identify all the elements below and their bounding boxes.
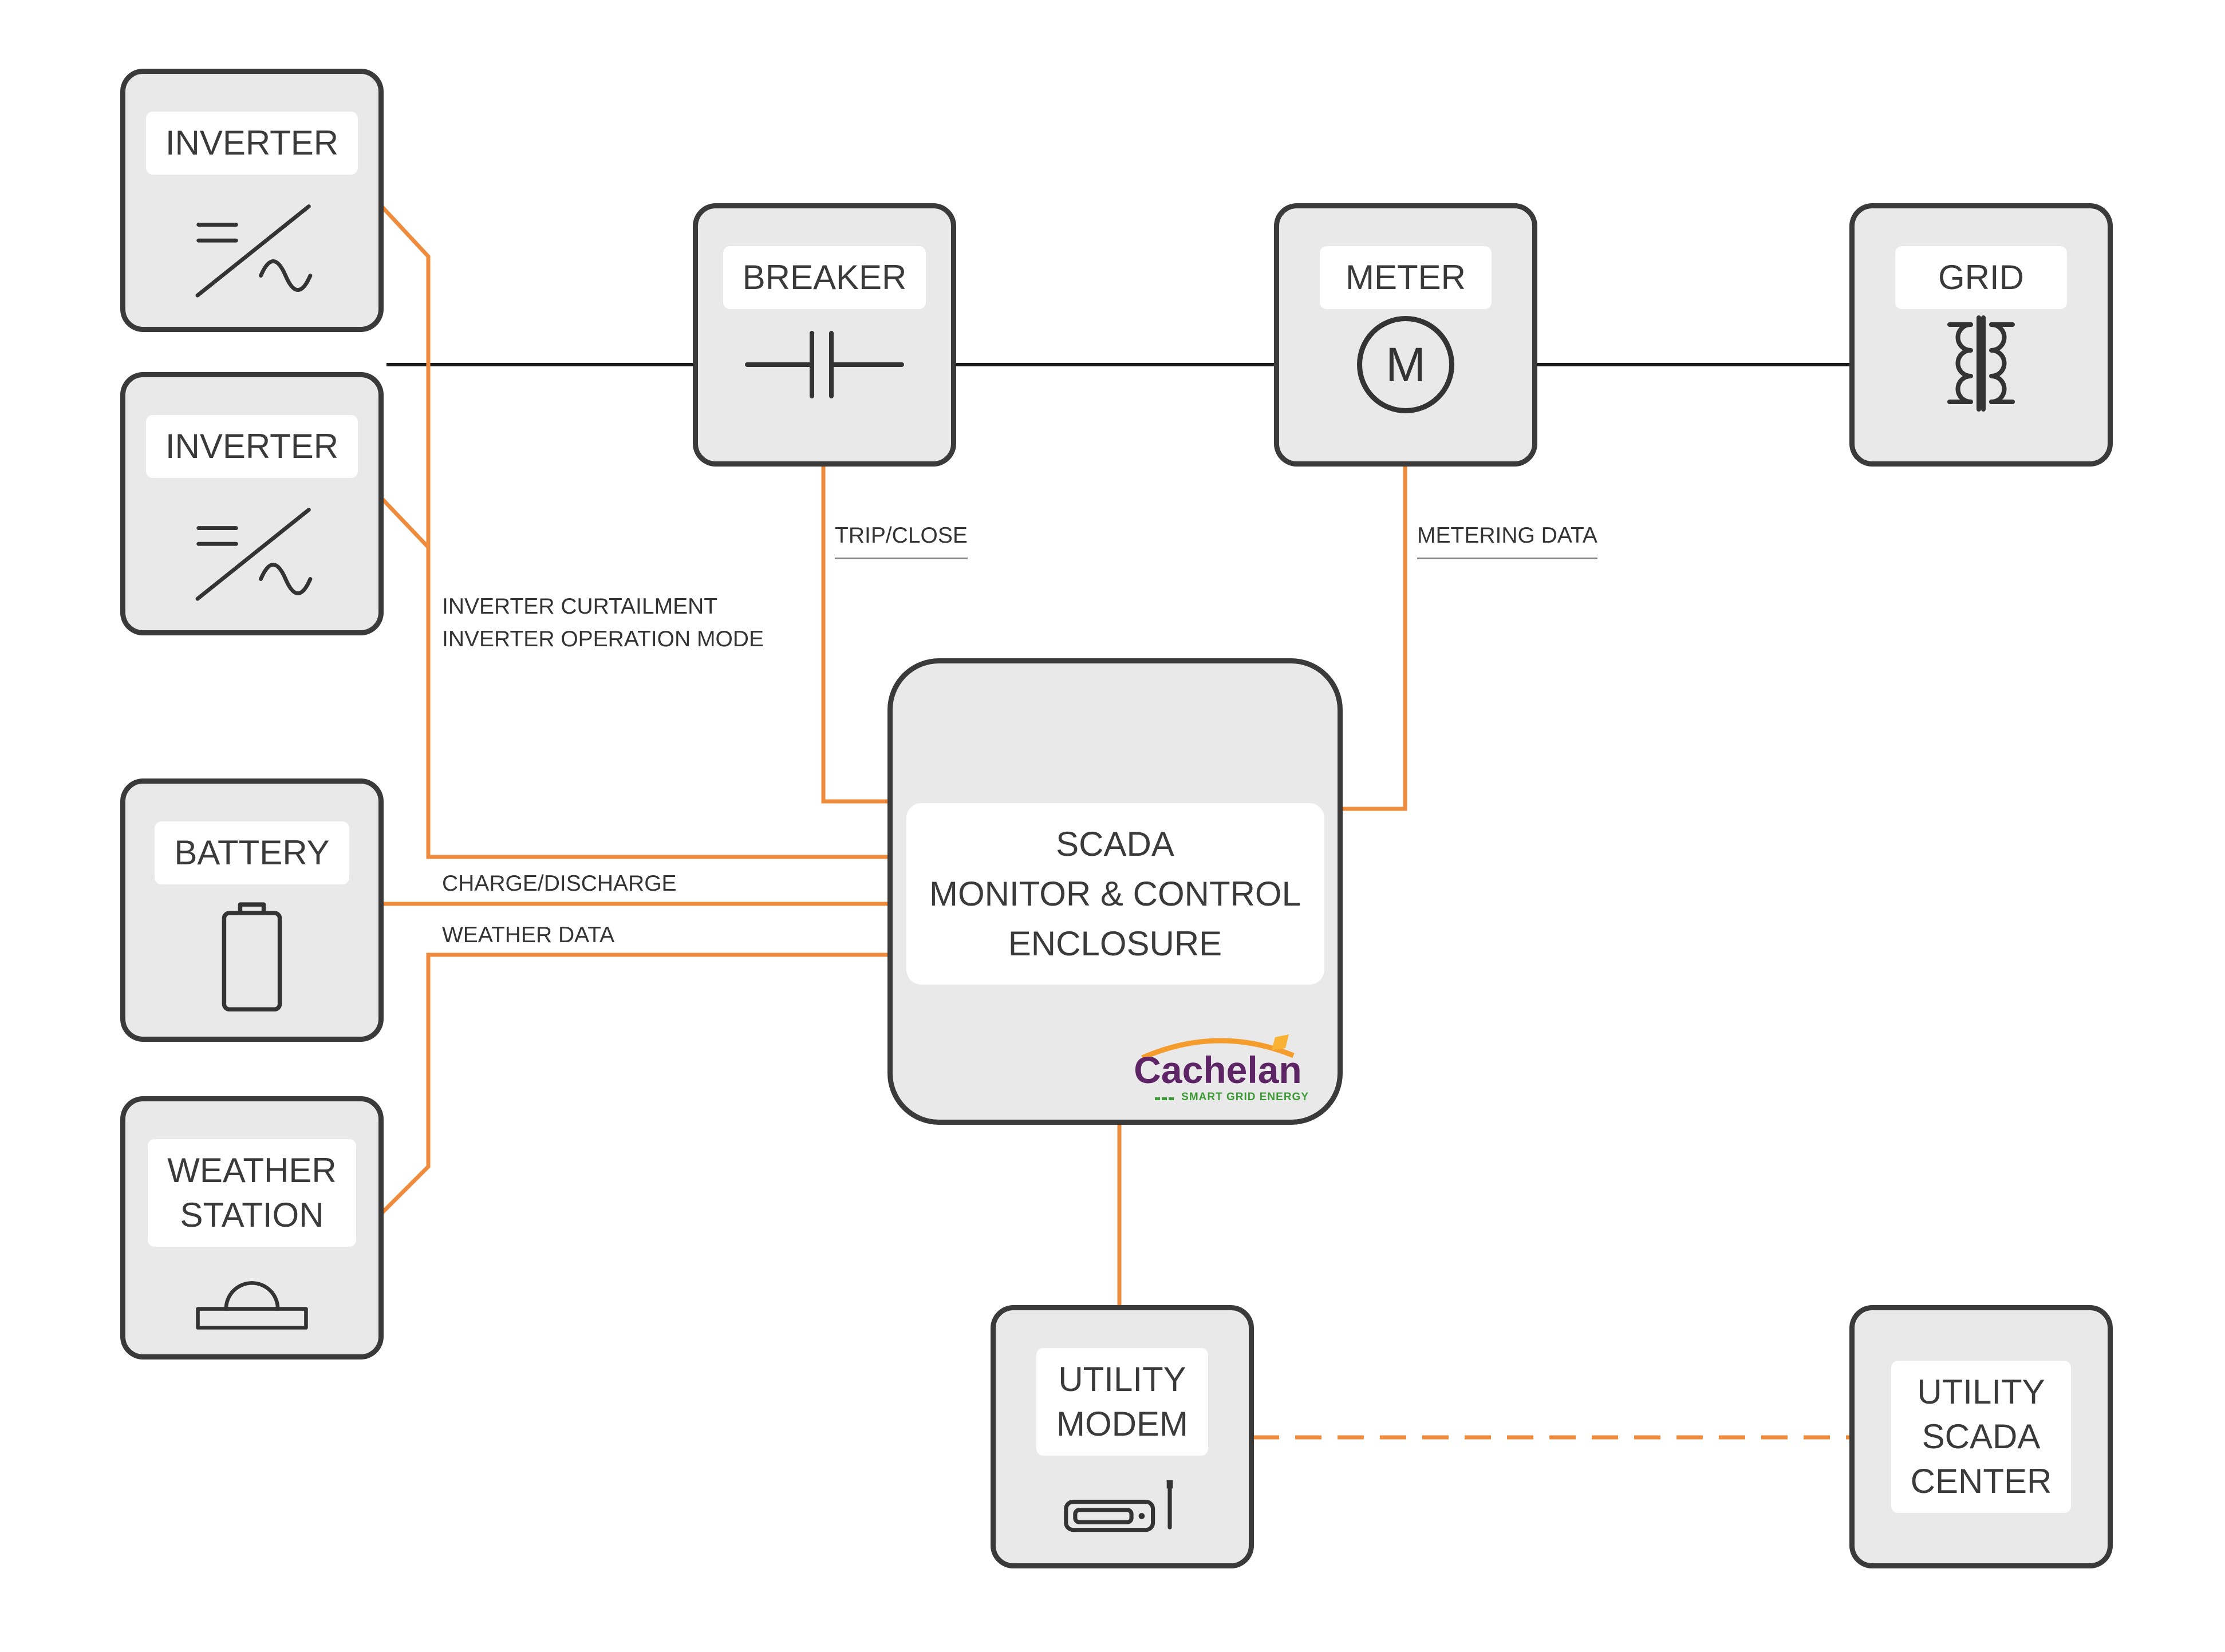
inverter-icon: [195, 508, 313, 601]
node-utility-modem: UTILITY MODEM: [991, 1305, 1254, 1568]
logo-name: Cachelan: [1134, 1049, 1302, 1091]
battery-icon: [222, 902, 282, 1012]
weather-station-icon: [196, 1281, 308, 1330]
utility-scada-center-label: UTILITY SCADA CENTER: [1891, 1361, 2072, 1513]
edge-label-inverter-control: INVERTER CURTAILMENT INVERTER OPERATION …: [442, 594, 764, 651]
scada-enclosure-label: SCADA MONITOR & CONTROL ENCLOSURE: [906, 803, 1324, 985]
edge-label-metering-data: METERING DATA: [1417, 520, 1597, 559]
node-utility-scada-center: UTILITY SCADA CENTER: [1849, 1305, 2113, 1568]
node-weather-station: WEATHER STATION: [120, 1096, 384, 1359]
modem-icon: [1064, 1480, 1173, 1532]
logo-tagline-text: SMART GRID ENERGY: [1181, 1091, 1309, 1103]
battery-label: BATTERY: [155, 821, 349, 884]
inverter-2-label: INVERTER: [145, 415, 358, 478]
logo-tagline: SMART GRID ENERGY: [1123, 1091, 1312, 1104]
node-inverter-1: INVERTER: [120, 69, 384, 332]
node-meter: METER M: [1274, 203, 1537, 467]
wire-inverter-top-to-scada: [381, 205, 887, 859]
logo-swoosh-icon: [1141, 1034, 1295, 1060]
inverter-icon: [195, 204, 313, 298]
logo-tagline-dashes: [1155, 1091, 1175, 1104]
breaker-label: BREAKER: [723, 246, 926, 309]
breaker-icon: [745, 331, 904, 398]
weather-station-label: WEATHER STATION: [148, 1139, 356, 1247]
meter-icon: M: [1357, 316, 1454, 413]
meter-letter: M: [1386, 337, 1426, 392]
wire-breaker-to-scada: [821, 465, 887, 804]
node-scada-enclosure: SCADA MONITOR & CONTROL ENCLOSURE Cachel…: [887, 658, 1343, 1125]
utility-modem-label: UTILITY MODEM: [1036, 1348, 1208, 1456]
cachelan-logo: Cachelan SMART GRID ENERGY: [1123, 1033, 1312, 1104]
node-battery: BATTERY: [120, 778, 384, 1042]
edge-label-weather-data: WEATHER DATA: [442, 923, 615, 947]
node-breaker: BREAKER: [693, 203, 956, 467]
edge-label-charge-discharge: CHARGE/DISCHARGE: [442, 871, 677, 896]
meter-label: METER: [1320, 246, 1492, 309]
edge-label-trip-close: TRIP/CLOSE: [835, 520, 968, 559]
node-inverter-2: INVERTER: [120, 372, 384, 635]
node-grid: GRID: [1849, 203, 2113, 467]
wire-meter-to-scada: [1343, 465, 1407, 811]
wire-weather-to-scada: [381, 953, 887, 1214]
grid-label: GRID: [1895, 246, 2067, 309]
transformer-icon: [1947, 315, 2015, 412]
inverter-1-label: INVERTER: [145, 112, 358, 175]
wire-inverter-bottom-join: [381, 497, 430, 549]
